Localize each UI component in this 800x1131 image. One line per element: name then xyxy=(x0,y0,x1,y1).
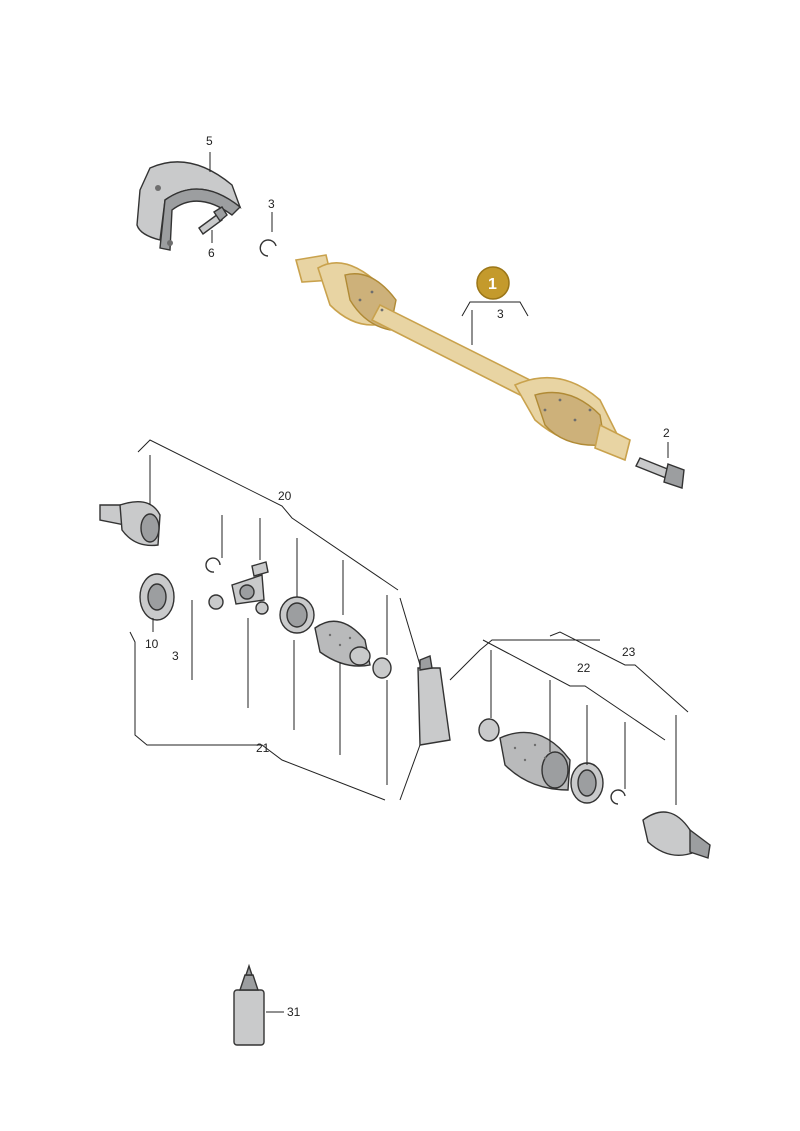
bolt-2 xyxy=(635,457,685,489)
callout-10: 10 xyxy=(145,637,159,651)
circlip-3-top xyxy=(259,239,277,257)
inner-joint xyxy=(99,501,161,547)
roller-small xyxy=(208,594,269,615)
badge-number: 1 xyxy=(488,276,497,293)
callout-2: 2 xyxy=(663,426,670,440)
callout-3-clip: 3 xyxy=(268,197,275,211)
big-clamp-outer xyxy=(570,762,604,804)
grease-tube xyxy=(417,655,451,746)
callout-22: 22 xyxy=(577,661,591,675)
callout-23: 23 xyxy=(622,645,636,659)
item-1-badge[interactable]: 1 xyxy=(476,266,510,300)
flange-10 xyxy=(139,573,175,621)
callout-3-left: 3 xyxy=(172,649,179,663)
callout-6: 6 xyxy=(208,246,215,260)
small-clamp-outer xyxy=(478,718,500,742)
outer-boot xyxy=(499,731,571,791)
adhesive-bottle xyxy=(233,963,265,1046)
circlip-small xyxy=(205,557,221,573)
bolt-6 xyxy=(198,206,228,235)
callout-21: 21 xyxy=(256,741,270,755)
roller-cap xyxy=(251,561,269,577)
circlip-outer xyxy=(610,789,626,805)
outer-joint xyxy=(642,811,711,859)
small-clamp-inner xyxy=(349,646,392,679)
callout-31: 31 xyxy=(287,1005,301,1019)
callout-3-shaft: 3 xyxy=(497,307,504,321)
tripod-spider xyxy=(231,574,265,605)
callout-5: 5 xyxy=(206,134,213,148)
drive-shaft-assembly xyxy=(294,254,631,462)
callout-20: 20 xyxy=(278,489,292,503)
heat-shield xyxy=(136,161,242,251)
clamp-band xyxy=(279,596,315,634)
